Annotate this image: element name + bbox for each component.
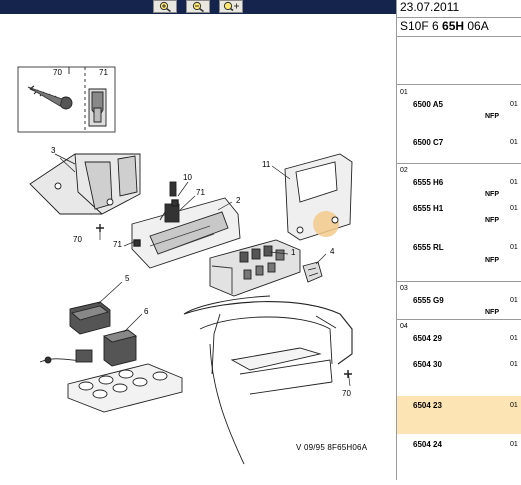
fuse-tray-part	[131, 181, 241, 269]
zoom-fit-icon	[223, 1, 239, 12]
screw-icon	[27, 85, 73, 110]
relay-part	[69, 301, 111, 335]
part-number: 6500 A5	[413, 100, 443, 109]
part-nfp: NFP	[485, 309, 499, 316]
callout-71-left: 71	[113, 240, 122, 249]
highlight-hotspot[interactable]	[313, 211, 339, 237]
diagram-drawing: 70 71 3 10 71 11 2 70 71 1 4 5 6 70	[17, 66, 353, 465]
part-qty: 01	[510, 139, 518, 146]
part-number: 6555 RL	[413, 243, 444, 252]
diagram-caption: V 09/95 8F65H06A	[296, 443, 368, 452]
relay-base-part	[39, 329, 183, 413]
part-qty: 01	[510, 335, 518, 342]
header-ref-prefix: S10F 6	[400, 19, 443, 33]
part-qty: 01	[510, 205, 518, 212]
panel-divider	[396, 0, 397, 480]
callout-1: 1	[291, 248, 296, 257]
header-divider-3	[397, 84, 521, 85]
screw-markers	[96, 199, 352, 378]
part-qty: 01	[510, 179, 518, 186]
part-nfp: NFP	[485, 191, 499, 198]
part-qty: 01	[510, 402, 518, 409]
header-divider-1	[397, 17, 521, 18]
exploded-parts-diagram: 70 71 3 10 71 11 2 70 71 1 4 5 6 70 V 09…	[0, 14, 396, 480]
callout-70-left: 70	[73, 235, 82, 244]
zoom-fit-button[interactable]	[219, 0, 243, 13]
part-number: 6504 23	[413, 401, 442, 410]
callout-4: 4	[330, 247, 335, 256]
part-number: 6504 29	[413, 334, 442, 343]
header-ref-bold: 65H	[442, 19, 465, 33]
header-ref-suffix: 06A	[464, 19, 489, 33]
part-row[interactable]: 6504 30 01	[397, 356, 521, 378]
part-number: 6555 G9	[413, 296, 444, 305]
part-row[interactable]: 6555 G9 01 NFP	[397, 292, 521, 318]
part-row[interactable]: 6500 A5 01 NFP	[397, 96, 521, 120]
zoom-in-icon	[159, 1, 171, 12]
part-number: 6500 C7	[413, 138, 444, 147]
callout-10: 10	[183, 173, 192, 182]
part-nfp: NFP	[485, 257, 499, 264]
callout-70-detail: 70	[53, 68, 62, 77]
group-divider	[397, 319, 521, 320]
parts-list: 01 6500 A5 01 NFP 6500 C7 01 02 6555 H6 …	[397, 84, 521, 480]
connector-part	[302, 261, 323, 283]
part-row[interactable]: 6555 RL 01 NFP	[397, 239, 521, 265]
callout-71-detail: 71	[99, 68, 108, 77]
part-number: 6555 H6	[413, 178, 444, 187]
dashboard-outline	[183, 295, 353, 465]
part-number: 6555 H1	[413, 204, 444, 213]
zoom-out-button[interactable]	[186, 0, 210, 13]
part-number: 6504 24	[413, 440, 442, 449]
clip-icon	[88, 88, 107, 127]
group-divider	[397, 163, 521, 164]
part-qty: 01	[510, 297, 518, 304]
callout-3: 3	[51, 146, 56, 155]
callout-6: 6	[144, 307, 149, 316]
fuse-block-part	[209, 239, 301, 297]
callout-labels: 70 71 3 10 71 11 2 70 71 1 4 5 6 70	[51, 68, 351, 398]
part-row[interactable]: 6500 C7 01	[397, 134, 521, 158]
callout-70-bottom: 70	[342, 389, 351, 398]
part-qty: 01	[510, 361, 518, 368]
header-date: 23.07.2011	[400, 0, 460, 14]
group-number: 04	[400, 323, 408, 330]
group-number: 01	[400, 89, 408, 96]
fastener-detail-box	[17, 66, 116, 133]
group-number: 03	[400, 285, 408, 292]
part-row[interactable]: 6555 H6 01 NFP	[397, 174, 521, 198]
bracket-part	[29, 153, 141, 215]
part-number: 6504 30	[413, 360, 442, 369]
header-reference: S10F 6 65H 06A	[400, 19, 489, 33]
callout-2: 2	[236, 196, 241, 205]
header-divider-2	[397, 36, 521, 37]
part-qty: 01	[510, 244, 518, 251]
group-number: 02	[400, 167, 408, 174]
part-row[interactable]: 6555 H1 01 NFP	[397, 200, 521, 224]
part-row[interactable]: 6504 29 01	[397, 330, 521, 352]
part-row[interactable]: 6504 24 01	[397, 436, 521, 458]
toolbar	[0, 0, 397, 14]
group-divider	[397, 281, 521, 282]
part-nfp: NFP	[485, 113, 499, 120]
callout-5: 5	[125, 274, 130, 283]
part-qty: 01	[510, 101, 518, 108]
callout-71-top: 71	[196, 188, 205, 197]
part-nfp: NFP	[485, 217, 499, 224]
zoom-in-button[interactable]	[153, 0, 177, 13]
part-row-selected[interactable]: 6504 23 01	[397, 396, 521, 434]
zoom-out-icon	[192, 1, 204, 12]
callout-11: 11	[262, 160, 271, 169]
part-qty: 01	[510, 441, 518, 448]
